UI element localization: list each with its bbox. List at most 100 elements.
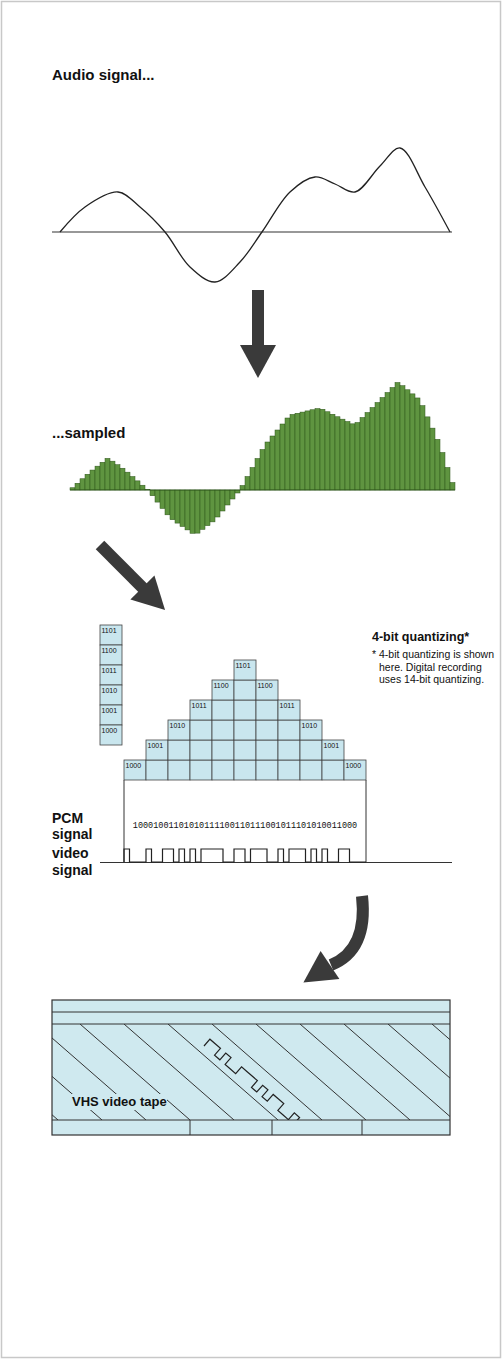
bit-code: 1000 [102, 727, 118, 734]
quantizing-cell [124, 760, 146, 780]
quantizing-cell [100, 665, 122, 685]
tape-track-line [256, 1024, 366, 1120]
quantizing-cell [190, 740, 212, 760]
tape-track-line [432, 1024, 450, 1120]
footnote: * 4-bit quantizing is shown here. Digita… [372, 648, 496, 686]
sample-bar [310, 410, 315, 490]
quantizing-cell [146, 740, 168, 760]
sample-bar [225, 490, 230, 505]
sample-bar [445, 468, 450, 491]
sample-bar [180, 490, 185, 527]
sample-bar [130, 477, 135, 490]
quantizing-cell [212, 700, 234, 720]
pcm-bits: 1000100110101011110011011100101110101001… [124, 822, 366, 831]
video-wave [124, 849, 366, 862]
quantizing-cell [256, 720, 278, 740]
sample-bar [165, 490, 170, 515]
quantizing-cell [300, 720, 322, 740]
quantizing-cell [234, 680, 256, 700]
sample-bar [425, 417, 430, 490]
tape-track-line [344, 1024, 450, 1120]
quantizing-cell [168, 740, 190, 760]
sample-bar [215, 490, 220, 517]
signal-name: PCM signal [52, 810, 108, 842]
quantizing-cell [256, 760, 278, 780]
sample-bar [265, 442, 270, 490]
bit-code: 1001 [324, 742, 340, 749]
sample-bar [255, 459, 260, 491]
sample-bar [380, 398, 385, 491]
quantizing-cell [100, 705, 122, 725]
bit-code: 1001 [148, 742, 164, 749]
sample-bar [220, 490, 225, 511]
quantizing-cell [146, 760, 168, 780]
sample-bar [415, 398, 420, 490]
quantizing-cell [344, 760, 366, 780]
sample-baseline [70, 490, 455, 491]
quantizing-cell [300, 760, 322, 780]
bit-code: 1011 [192, 702, 207, 709]
sample-bar [295, 413, 300, 490]
sample-bar [230, 490, 235, 499]
sample-bar [100, 462, 105, 490]
sample-bar [345, 422, 350, 491]
quantizing-cell [234, 720, 256, 740]
quantizing-cell [190, 760, 212, 780]
quantizing-cell [212, 740, 234, 760]
tape-track-line [388, 1024, 450, 1120]
sample-bar [200, 490, 205, 529]
sample-bar [410, 394, 415, 490]
quantizing-cell [100, 725, 122, 745]
sample-bar [260, 450, 265, 491]
quantizing-cell [190, 700, 212, 720]
part-name: VHS video tape [72, 1094, 167, 1110]
sample-bar [300, 412, 305, 490]
sample-bar [320, 409, 325, 490]
quantizing-cell [256, 740, 278, 760]
signal-name: video signal [52, 845, 108, 879]
sample-bar [385, 393, 390, 491]
sample-bar [335, 417, 340, 490]
sample-bar [330, 414, 335, 490]
sample-bar [205, 490, 210, 526]
quantizing-cell [256, 700, 278, 720]
sample-bar [325, 412, 330, 490]
quantizing-cell [322, 760, 344, 780]
sample-bar [105, 458, 110, 490]
quantizing-cell [278, 700, 300, 720]
sample-bar [355, 423, 360, 491]
sample-bar [80, 479, 85, 490]
bit-code: 1010 [170, 722, 186, 729]
sample-bar [160, 490, 165, 508]
quantizing-cell [212, 720, 234, 740]
sample-bar [375, 403, 380, 491]
tape-track-line [212, 1024, 322, 1120]
sample-bar [125, 472, 130, 490]
diagonal-arrow [88, 533, 177, 622]
recorded-signal [204, 1039, 337, 1120]
quantizing-cell [234, 700, 256, 720]
bit-code: 1010 [302, 722, 318, 729]
sample-bar [365, 413, 370, 491]
quantizing-cell [278, 760, 300, 780]
sample-bar [370, 408, 375, 491]
sample-bar [435, 439, 440, 490]
sample-bar [430, 428, 435, 490]
sample-bar [405, 390, 410, 490]
quantizing-cell [100, 625, 122, 645]
sample-bar [285, 418, 290, 490]
quantizing-cell [234, 760, 256, 780]
sample-bar [85, 474, 90, 490]
audio-baseline [52, 231, 452, 232]
quantizing-cell [168, 720, 190, 740]
sample-bar [340, 419, 345, 490]
bit-code: 1101 [102, 627, 117, 634]
bit-code: 1010 [102, 687, 118, 694]
bit-code: 1011 [280, 702, 295, 709]
sample-bar [250, 468, 255, 491]
tape-track-line [300, 1024, 410, 1120]
sample-bar [150, 490, 155, 496]
curved-arrow [303, 896, 362, 983]
bit-code: 1001 [102, 707, 118, 714]
sample-bar [395, 383, 400, 491]
